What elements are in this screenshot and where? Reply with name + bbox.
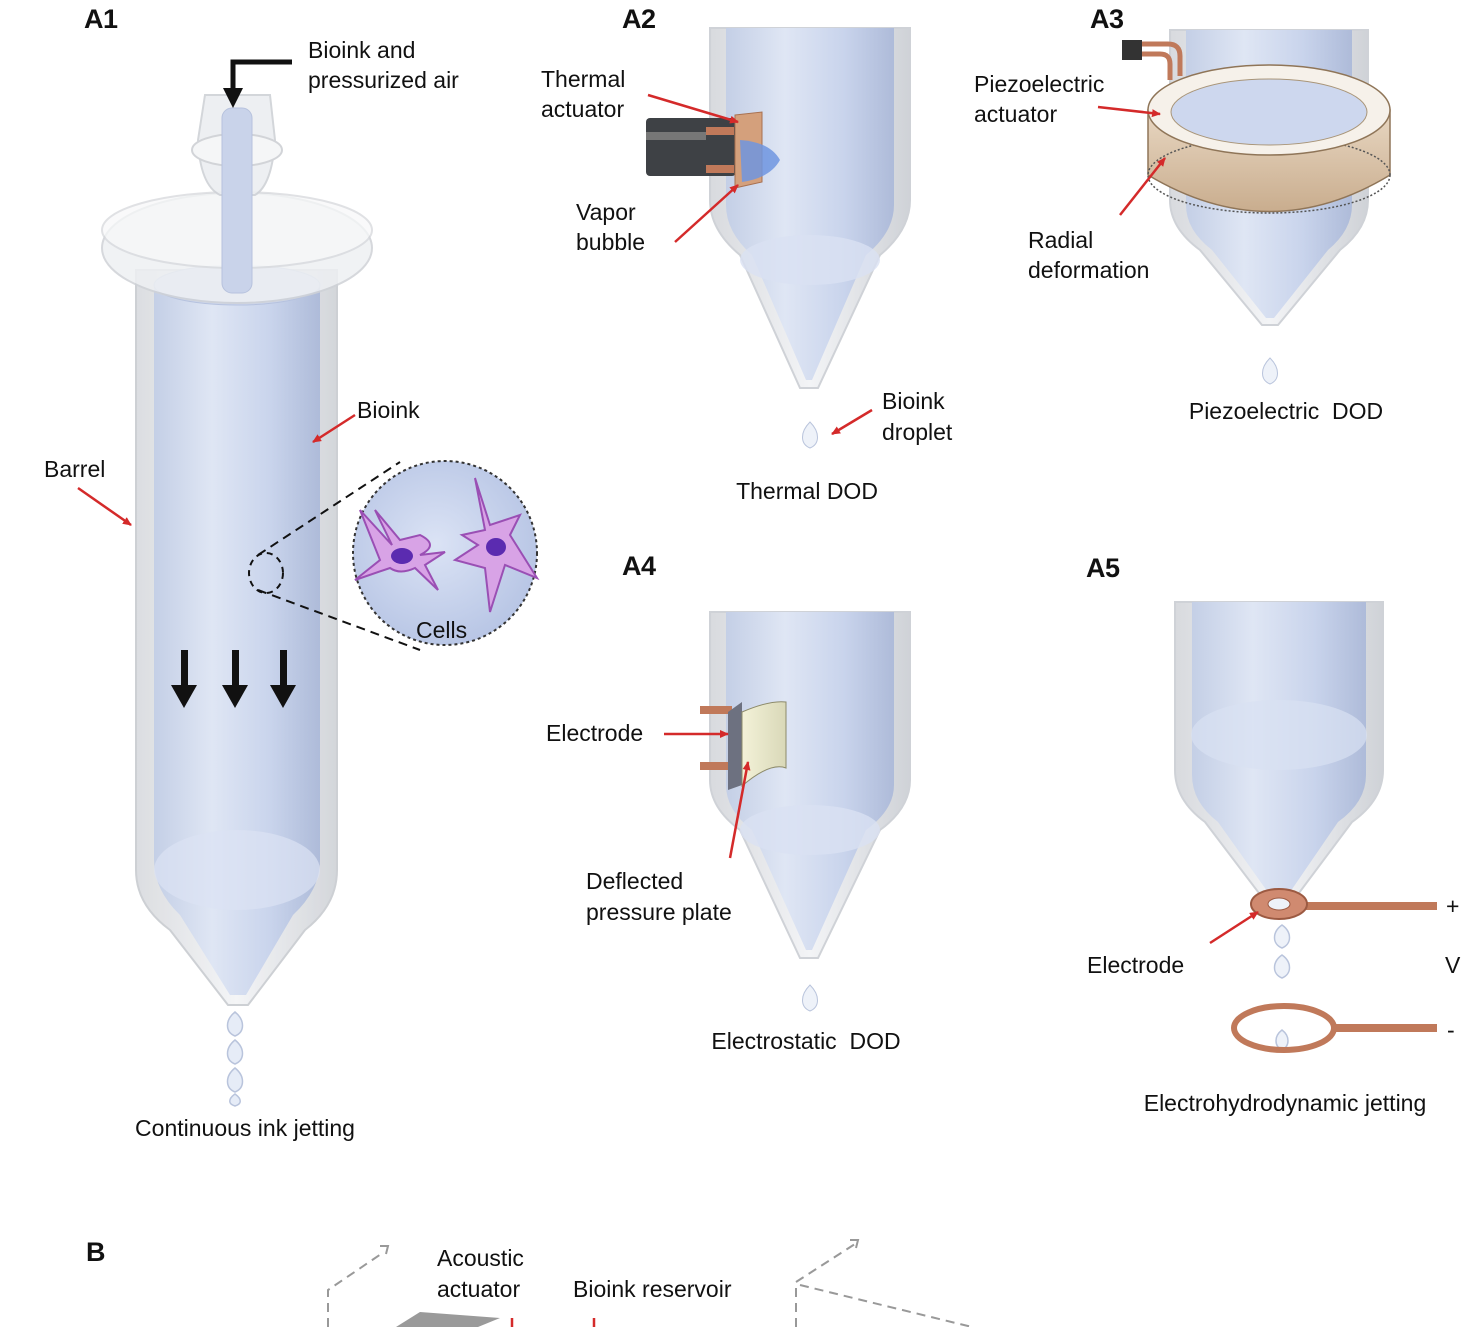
a2-droplet-label-line1: Bioink (882, 388, 945, 414)
a1-input-label-line1: Bioink and (308, 37, 416, 63)
a2-nozzle-illustration (646, 27, 911, 449)
a2-bubble-label-line1: Vapor (576, 199, 636, 225)
a5-jet (1273, 924, 1291, 1051)
a3-nozzle-illustration (1097, 29, 1391, 385)
a1-droplet-stream (226, 1011, 244, 1107)
a2-actuator-label-line1: Thermal (541, 66, 626, 92)
a4-droplet (802, 984, 818, 1012)
a1-cell-2 (452, 477, 540, 613)
a1-input-label-line2: pressurized air (308, 67, 459, 93)
panel-label-a1: A1 (84, 4, 118, 34)
a5-minus-label: - (1447, 1017, 1455, 1043)
a2-droplet (802, 421, 818, 449)
b-acoustic-actuator (396, 1312, 500, 1327)
a4-bioink (726, 612, 894, 950)
b-setup-illustration (327, 1239, 973, 1327)
a4-pressure-plate (741, 701, 787, 788)
a3-deformation-label-line2: deformation (1028, 257, 1150, 283)
a3-actuator-label-line1: Piezoelectric (974, 71, 1105, 97)
a5-caption: Electrohydrodynamic jetting (1143, 1090, 1427, 1116)
a4-nozzle-illustration (664, 611, 911, 1012)
a1-zoom-origin (248, 552, 284, 594)
a1-bioink-column (154, 285, 320, 995)
a1-bioink-label: Bioink (357, 397, 420, 423)
a3-droplet (1262, 357, 1278, 385)
a4-plate-label-line2: pressure plate (586, 899, 732, 925)
a5-electrode-label: Electrode (1087, 952, 1185, 978)
a1-barrel-label: Barrel (44, 456, 106, 482)
a4-plate-label-line1: Deflected (586, 868, 684, 894)
a5-nozzle-illustration (1174, 601, 1437, 1053)
a3-wires (1142, 41, 1183, 76)
a5-plus-label: + (1446, 893, 1460, 919)
a2-droplet-label-line2: droplet (882, 419, 953, 445)
a1-cells-label: Cells (416, 617, 468, 643)
a2-actuator-label-line2: actuator (541, 96, 625, 122)
a4-caption: Electrostatic DOD (711, 1028, 901, 1054)
a3-actuator-label-line2: actuator (974, 101, 1058, 127)
a4-electrode-label: Electrode (546, 720, 644, 746)
panel-label-a3: A3 (1090, 4, 1124, 34)
a5-negative-electrode (1231, 1003, 1337, 1053)
a1-flow-arrows (171, 650, 296, 708)
panel-label-b: B (86, 1237, 106, 1267)
a1-cell-1 (354, 509, 446, 591)
a1-inlet-tube (221, 107, 253, 294)
b-actuator-label-line1: Acoustic (437, 1245, 524, 1271)
a2-bubble-label-line2: bubble (576, 229, 646, 255)
a1-nozzle-illustration (77, 59, 540, 1107)
a4-electrode (728, 702, 742, 790)
a5-voltage-label: V (1445, 952, 1461, 978)
panel-label-a2: A2 (622, 4, 656, 34)
a2-caption: Thermal DOD (736, 478, 878, 504)
a1-caption: Continuous ink jetting (135, 1115, 355, 1141)
a1-meniscus (154, 830, 320, 910)
panel-label-a4: A4 (622, 551, 656, 581)
a1-input-arrow (223, 59, 292, 108)
b-reservoir-label: Bioink reservoir (573, 1276, 732, 1302)
b-actuator-label-line2: actuator (437, 1276, 521, 1302)
a2-vapor-bubble (740, 140, 780, 182)
a2-bioink (726, 28, 894, 380)
a3-caption: Piezoelectric DOD (1188, 398, 1384, 424)
a3-deformation-label-line1: Radial (1028, 227, 1094, 253)
panel-label-a5: A5 (1086, 553, 1120, 583)
